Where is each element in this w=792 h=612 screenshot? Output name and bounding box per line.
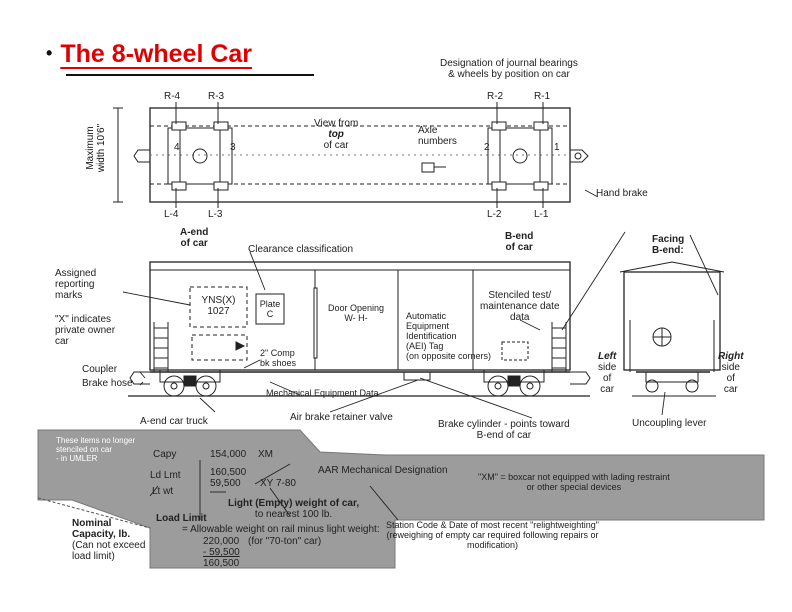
- assigned-marks-label: Assigned reporting marks: [55, 268, 97, 301]
- aei-tag: [501, 341, 529, 361]
- left-side-label: Left side of car: [598, 351, 617, 395]
- comp-shoe-box: [191, 334, 248, 361]
- brake-cylinder-label: Brake cylinder - points toward B-end of …: [438, 419, 570, 441]
- axle-numbers-label: Axle numbers: [418, 125, 457, 147]
- title-rule: [66, 74, 314, 76]
- right-side-label: Right side of car: [718, 351, 744, 395]
- axle-digit-3: 3: [230, 142, 236, 153]
- gray-info-band: [37, 429, 765, 569]
- leader-lines: [122, 189, 719, 521]
- side-truck-b: [483, 369, 545, 397]
- calc-160500: 160,500: [203, 558, 240, 569]
- ladder-a: [153, 322, 169, 372]
- calc-note: (for "70-ton" car): [248, 536, 322, 547]
- b-end-label: B-end of car: [505, 231, 534, 253]
- xm-code: XM: [258, 449, 273, 460]
- slide-title: • The 8-wheel Car: [46, 40, 252, 69]
- pos-r2: R-2: [487, 91, 504, 102]
- facing-b-end-label: Facing B-end:: [652, 234, 685, 256]
- brake-hose-label: Brake hose: [82, 378, 133, 389]
- calc-minus-59500: - 59,500: [203, 547, 240, 558]
- pos-r4: R-4: [164, 91, 181, 102]
- calc-220000: 220,000: [203, 536, 240, 547]
- x-indicates-label: "X" indicates private owner car: [55, 314, 116, 347]
- end-view: [619, 261, 725, 397]
- pos-l4: L-4: [164, 209, 179, 220]
- a-end-truck-label: A-end car truck: [140, 416, 208, 427]
- axle-digit-4: 4: [174, 142, 180, 153]
- title-bullet: •: [46, 43, 53, 63]
- hand-brake-label: Hand brake: [596, 188, 648, 199]
- aar-designation-label: AAR Mechanical Designation: [318, 465, 448, 476]
- station-code-note: Station Code & Date of most recent "reli…: [386, 520, 600, 550]
- side-truck-a: [159, 369, 221, 397]
- reporting-mark-box: [189, 286, 248, 328]
- ladder-b: [551, 322, 567, 372]
- pos-r3: R-3: [208, 91, 225, 102]
- top-view: [113, 102, 589, 208]
- end-view-body: [623, 271, 721, 371]
- pos-l1: L-1: [534, 209, 549, 220]
- reporting-mark-text: YNS(X) 1027: [201, 295, 236, 317]
- lt-wt-label: Lt wt: [152, 486, 174, 497]
- plate-text: Plate C: [259, 299, 281, 319]
- axle-digit-1: 1: [554, 142, 560, 153]
- ld-lmt-label: Ld Lmt: [150, 470, 181, 481]
- xm-note: "XM" = boxcar not equipped with lading r…: [478, 472, 670, 492]
- aei-tag-label: Automatic Equipment Identification (AEI)…: [406, 311, 492, 361]
- coupler-label: Coupler: [82, 364, 118, 375]
- lt-wt-value: 59,500: [210, 478, 241, 489]
- load-limit-label: Load Limit: [156, 513, 207, 524]
- pos-l2: L-2: [487, 209, 502, 220]
- door-opening-label: Door Opening W- H-: [327, 303, 385, 323]
- nominal-capacity-label: Nominal Capacity, lb. (Can not exceed lo…: [72, 518, 146, 562]
- max-width-label: Maximum width 10'6": [85, 123, 107, 173]
- side-view: [128, 261, 591, 397]
- station-code-value: XY 7-80: [260, 478, 296, 489]
- no-longer-stenciled-note: These items no longer stenciled on car -…: [56, 436, 136, 463]
- uncoupling-lever-label: Uncoupling lever: [632, 418, 707, 429]
- title-text: The 8-wheel Car: [60, 40, 253, 68]
- capy-label: Capy: [153, 449, 177, 460]
- top-truck-b: [487, 127, 553, 185]
- ld-lmt-value: 160,500: [210, 467, 247, 478]
- comp-shoes-label: 2" Comp bk shoes: [260, 348, 297, 368]
- capy-value: 154,000: [210, 449, 247, 460]
- journal-heading: Designation of journal bearings & wheels…: [440, 58, 578, 80]
- top-truck-a: [167, 127, 233, 185]
- pos-r1: R-1: [534, 91, 551, 102]
- pos-l3: L-3: [208, 209, 223, 220]
- light-weight-label: Light (Empty) weight of car, to nearest …: [228, 498, 360, 520]
- mech-data-label: Mechanical Equipment Data: [266, 388, 379, 398]
- view-from-top-label: View from top of car: [314, 118, 359, 151]
- allowable-weight-label: = Allowable weight on rail minus light w…: [182, 524, 380, 535]
- a-end-label: A-end of car: [180, 227, 209, 249]
- retainer-valve-label: Air brake retainer valve: [290, 412, 393, 423]
- stenciled-test-label: Stenciled test/ maintenance date data: [480, 290, 560, 323]
- plate-box: [255, 293, 285, 325]
- axle-digit-2: 2: [484, 142, 490, 153]
- clearance-label: Clearance classification: [248, 244, 354, 255]
